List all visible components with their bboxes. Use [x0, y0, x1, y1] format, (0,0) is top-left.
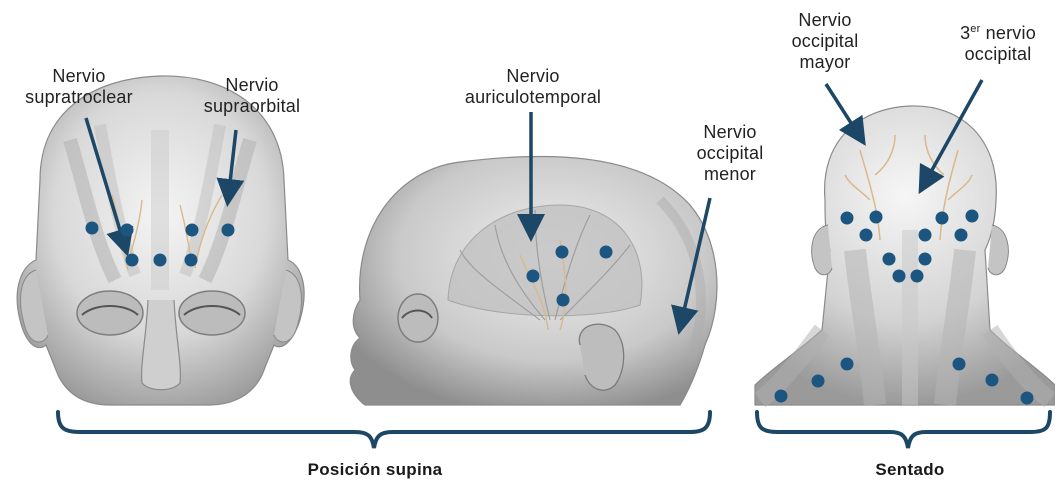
label-nervio-supratroclear: Nervio supratroclear [4, 66, 154, 108]
injection-point [557, 294, 570, 307]
injection-point [222, 224, 235, 237]
label-tercer-nervio-occipital: 3er nervio occipital [938, 23, 1055, 65]
injection-point [775, 390, 788, 403]
tercer-superscript: er [970, 23, 980, 35]
injection-point [953, 358, 966, 371]
arrow-occipital-mayor [826, 84, 862, 140]
injection-point [966, 210, 979, 223]
label-nervio-supraorbital: Nervio supraorbital [182, 75, 322, 117]
injection-point [86, 222, 99, 235]
injection-point [841, 358, 854, 371]
injection-point [870, 211, 883, 224]
tercer-prefix: 3 [960, 23, 970, 43]
label-nervio-occipital-menor: Nervio occipital menor [675, 122, 785, 185]
injection-point [986, 374, 999, 387]
group-label-sentado: Sentado [840, 460, 980, 480]
injection-point [955, 229, 968, 242]
bracket-sentado [757, 412, 1050, 448]
injection-point [154, 254, 167, 267]
injection-point [126, 254, 139, 267]
group-brackets [58, 412, 1050, 448]
injection-point [883, 253, 896, 266]
injection-point [936, 212, 949, 225]
injection-point [812, 375, 825, 388]
injection-point [841, 212, 854, 225]
front-head-illustration [17, 76, 304, 405]
back-head-illustration [755, 106, 1055, 405]
injection-point [600, 246, 613, 259]
injection-point [860, 229, 873, 242]
injection-point [527, 270, 540, 283]
injection-point [919, 229, 932, 242]
injection-point [185, 254, 198, 267]
group-label-posicion-supina: Posición supina [270, 460, 480, 480]
injection-point [1021, 392, 1034, 405]
injection-point [893, 270, 906, 283]
label-nervio-occipital-mayor: Nervio occipital mayor [770, 10, 880, 73]
injection-point [186, 224, 199, 237]
injection-point [911, 270, 924, 283]
injection-point [121, 224, 134, 237]
injection-point [919, 253, 932, 266]
injection-point [556, 246, 569, 259]
bracket-supina [58, 412, 710, 448]
label-nervio-auriculotemporal: Nervio auriculotemporal [453, 66, 613, 108]
